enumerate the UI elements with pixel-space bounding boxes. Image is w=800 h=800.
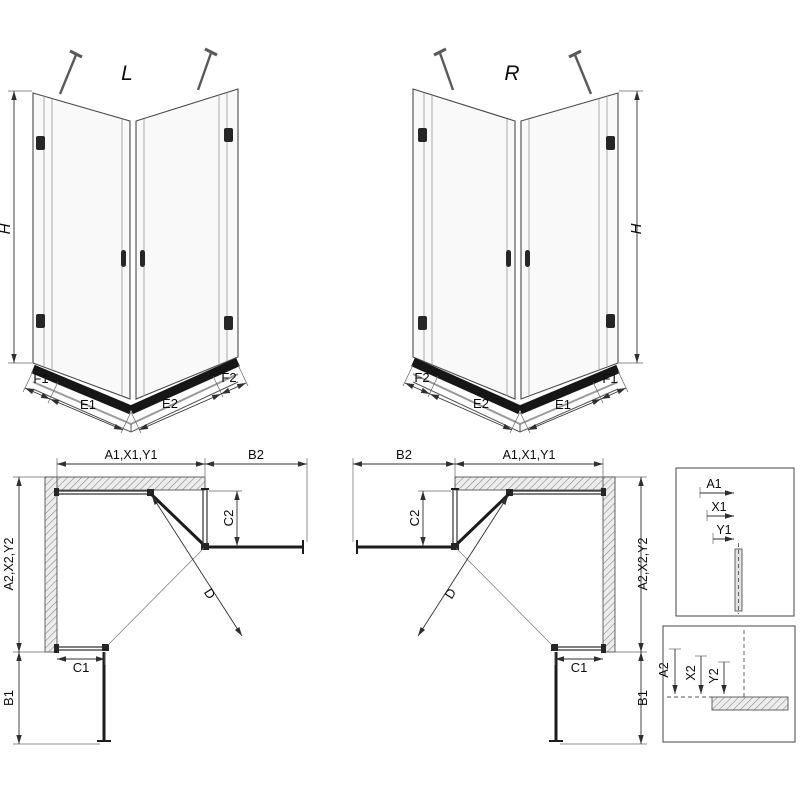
door-swing-line	[455, 547, 553, 646]
glass-panels	[54, 488, 304, 742]
dim-label-f1: F1	[602, 371, 617, 386]
pivot-icon	[201, 543, 209, 550]
wall-top	[44, 476, 206, 491]
wall-left	[44, 476, 58, 653]
glass-door-left	[412, 88, 516, 400]
depth-dimension-label: A2,X2,Y2	[636, 538, 650, 591]
wall-profile-icon	[601, 488, 606, 496]
door-depth-label: B1	[1, 690, 16, 706]
dim-c2: C2	[209, 490, 242, 546]
width-dimension-label: A1,X1,Y1	[105, 448, 158, 462]
dim-label-f2: F2	[221, 370, 236, 385]
dim-a1: A1,X1,Y1	[56, 448, 206, 477]
detail-label-a2: A2	[657, 662, 671, 677]
hinge-icon	[551, 644, 558, 651]
height-dimension-label: H	[0, 223, 14, 234]
view-title-left: L	[121, 62, 133, 85]
dim-label-e1: E1	[80, 397, 96, 412]
return-depth-label: C2	[407, 510, 422, 527]
glass-panels	[356, 488, 606, 742]
elevation-left-view: H F1 E1 E2 F2 L	[0, 47, 249, 434]
fixed-width-label: C1	[73, 660, 90, 675]
hinge-icon	[147, 489, 154, 496]
dim-c1: C1	[57, 652, 106, 675]
return-depth-label: C2	[221, 510, 236, 527]
dim-b1: B1	[1, 652, 100, 745]
door-swing-line	[107, 547, 205, 646]
detail-tray-box: A2 X2 Y2	[657, 625, 796, 743]
wall-top	[454, 476, 616, 491]
glass-door-left	[32, 92, 131, 400]
dim-height: H	[619, 90, 645, 364]
dim-a2: A2,X2,Y2	[615, 476, 650, 653]
fixed-width-label: C1	[571, 660, 588, 675]
wall-profile-icon	[601, 644, 606, 653]
dim-bottom: F1 E1 E2 F2	[22, 364, 249, 434]
door-width-label: B2	[396, 447, 412, 462]
detail-label-a1: A1	[706, 477, 721, 491]
detail-label-y1: Y1	[716, 523, 731, 537]
door-handle-icons	[121, 250, 145, 267]
glass-door-right	[520, 92, 619, 400]
wall-profile-icon	[54, 488, 59, 496]
diagonal-label: D	[201, 586, 219, 602]
pivot-icon	[451, 543, 459, 550]
wall-brace-icons	[433, 47, 593, 95]
dim-b1: B1	[560, 652, 650, 745]
depth-dimension-label: A2,X2,Y2	[2, 538, 16, 591]
dim-a2: A2,X2,Y2	[2, 476, 45, 653]
dim-label-f2: F2	[414, 370, 429, 385]
door-depth-label: B1	[635, 690, 650, 706]
dim-a1: A1,X1,Y1	[454, 448, 604, 477]
wall-profile-icon	[54, 644, 59, 653]
dim-height: H	[0, 90, 32, 364]
door-open-angled	[453, 492, 511, 548]
dim-bottom: F2 E2 E1 F1	[402, 364, 629, 434]
dim-label-f1: F1	[33, 371, 48, 386]
dim-label-e1: E1	[555, 397, 571, 412]
hinge-icon	[506, 489, 513, 496]
hinge-icons	[418, 128, 615, 330]
door-handle-icons	[506, 250, 530, 267]
view-title-right: R	[504, 62, 519, 85]
door-width-label: B2	[248, 447, 264, 462]
detail-profile-box: A1 X1 Y1	[675, 467, 795, 617]
elevation-right-view: H F2 E2 E1 F1 R	[402, 47, 645, 434]
detail-label-x2: X2	[684, 665, 698, 680]
width-dimension-label: A1,X1,Y1	[503, 448, 556, 462]
dim-label-e2: E2	[473, 396, 489, 411]
plan-right-view: D B2 A1,X1,Y1 C2 A2,X2,Y2 B1	[352, 447, 650, 745]
plan-left-view: D A1,X1,Y1 B2 C2 A2,X2,Y2 B1	[1, 447, 308, 745]
dim-label-e2: E2	[162, 396, 178, 411]
diagonal-label: D	[441, 586, 459, 602]
dim-diagonal: D	[417, 495, 509, 637]
hinge-icons	[36, 128, 233, 330]
dim-c1: C1	[554, 652, 603, 675]
dim-c2: C2	[407, 490, 451, 546]
dim-b2: B2	[205, 447, 308, 542]
tray-profile-section	[711, 696, 789, 711]
detail-label-y2: Y2	[707, 668, 721, 683]
hinge-icon	[102, 644, 109, 651]
height-dimension-label: H	[628, 223, 645, 234]
detail-label-x1: X1	[711, 500, 726, 514]
door-open-angled	[149, 492, 207, 548]
wall-right	[602, 476, 616, 653]
dim-b2: B2	[352, 447, 455, 542]
wall-brace-icons	[58, 47, 218, 95]
glass-door-right	[135, 88, 239, 400]
